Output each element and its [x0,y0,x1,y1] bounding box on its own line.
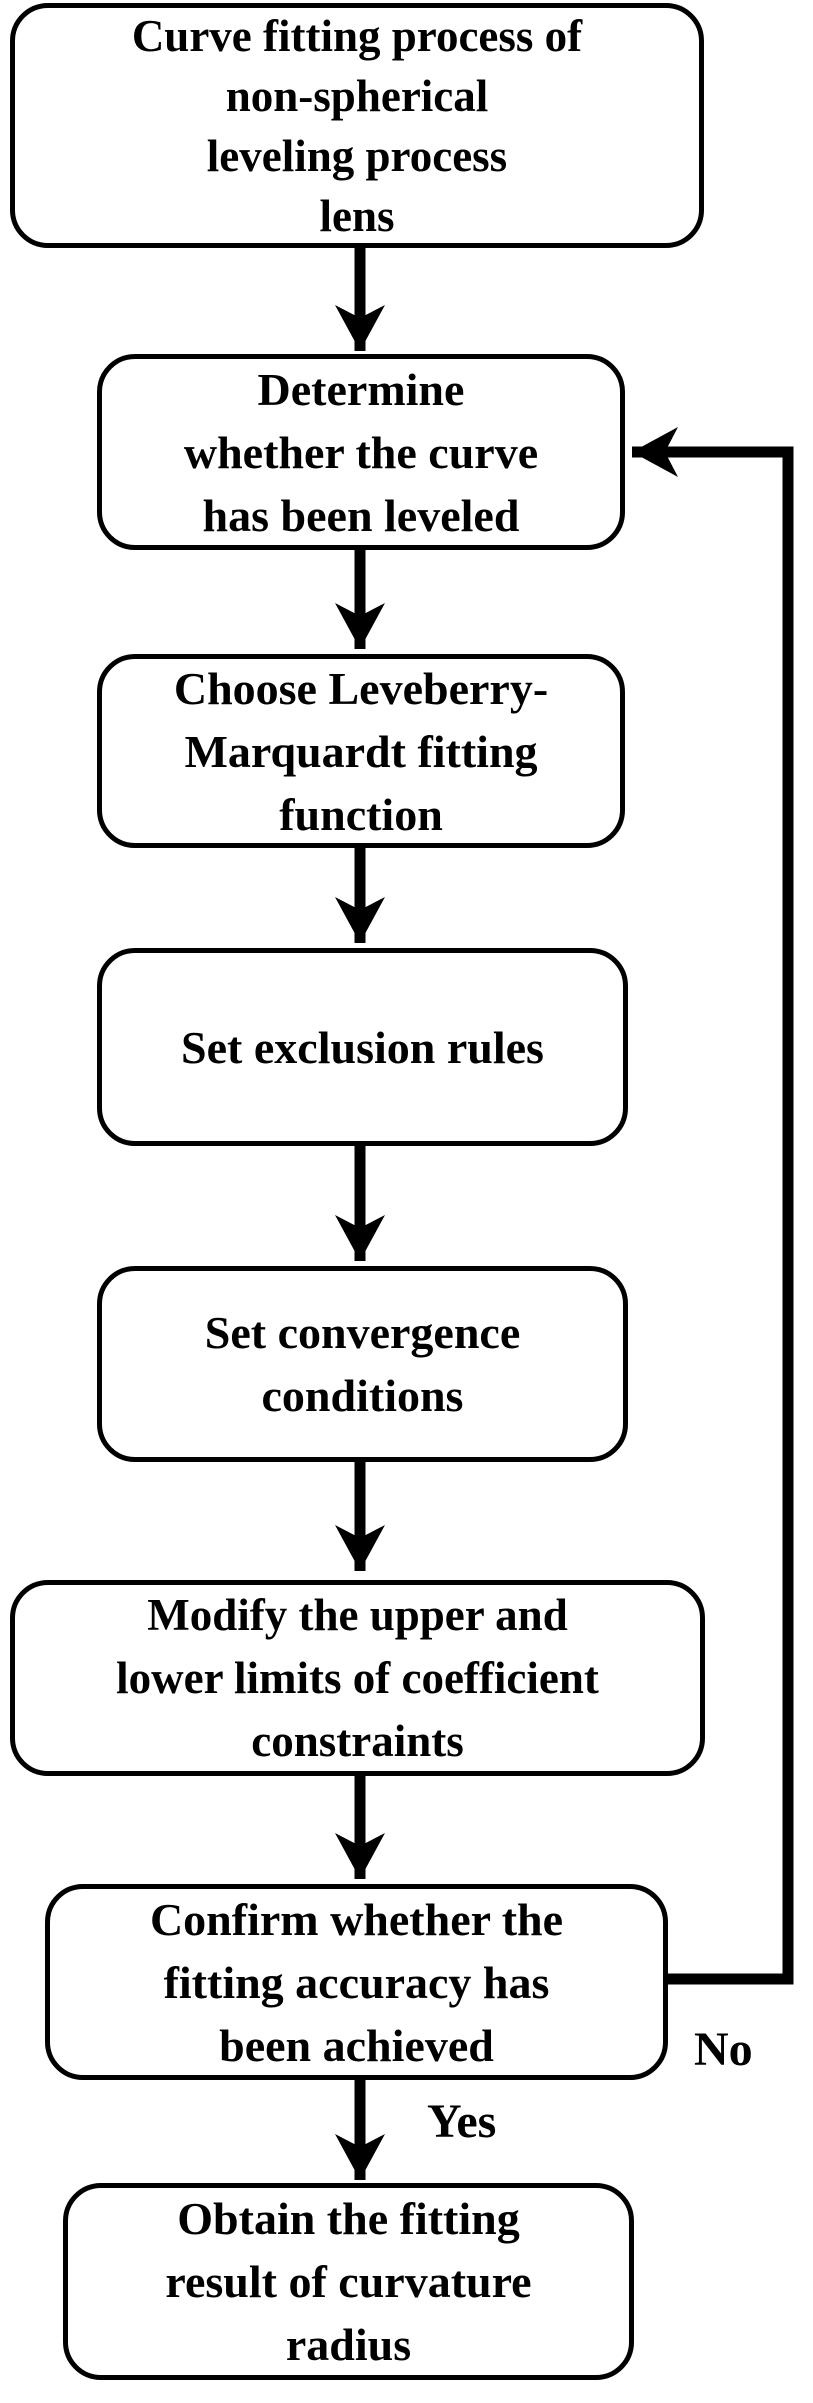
node-text-line: conditions [261,1370,464,1421]
node-text-line: Set convergence [204,1307,521,1358]
node-text-line: Marquardt fitting [184,725,538,777]
node-text-line: Obtain the fitting [177,2193,520,2244]
node-text-line: Set exclusion rules [181,1021,544,1073]
edge-label-yes: Yes [427,2095,497,2148]
edge-label-no: No [694,2023,753,2076]
node-set-exclusion-rules: Set exclusion rules [97,948,628,1146]
node-text-line: non-spherical [225,70,489,121]
node-text-line: fitting accuracy has [163,1956,550,2008]
node-confirm-accuracy: Confirm whether the fitting accuracy has… [45,1884,668,2080]
node-text-line: been achieved [219,2019,494,2071]
node-start: Curve fitting process of non-spherical l… [10,3,704,248]
node-choose-function: Choose Leveberry- Marquardt fitting func… [97,654,625,848]
node-text-line: radius [285,2319,412,2370]
node-text-line: lens [319,190,395,241]
node-modify-limits: Modify the upper and lower limits of coe… [10,1580,705,1776]
node-text-line: Curve fitting process of [131,10,583,61]
node-text-line: leveling process [206,130,508,181]
node-set-convergence: Set convergence conditions [97,1266,628,1462]
node-text-line: function [279,788,443,840]
node-text-line: Confirm whether the [149,1893,564,1945]
node-text-line: has been leveled [202,489,520,541]
node-text-line: Choose Leveberry- [173,662,549,714]
node-text-line: Modify the upper and [147,1589,568,1640]
node-text-line: whether the curve [183,426,539,478]
node-determine-leveled: Determine whether the curve has been lev… [97,354,625,550]
node-text-line: lower limits of coefficient [116,1652,599,1703]
node-text-line: result of curvature [165,2256,532,2307]
node-text-line: Determine [257,363,465,415]
node-text-line: constraints [251,1715,464,1766]
node-obtain-result: Obtain the fitting result of curvature r… [63,2183,634,2380]
